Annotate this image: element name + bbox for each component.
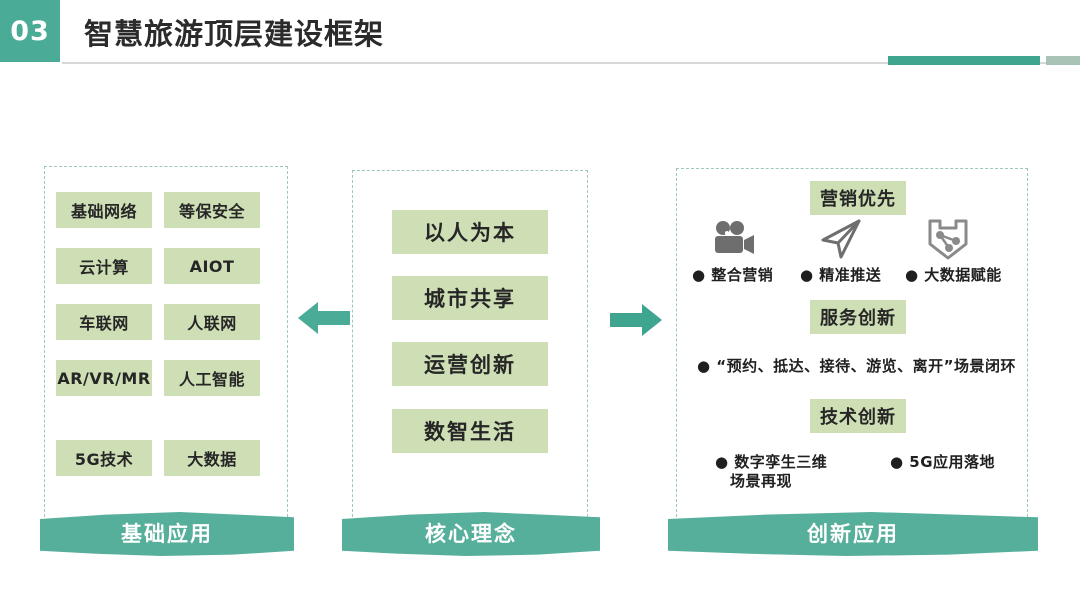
page-header: 03 智慧旅游顶层建设框架 [0,0,1080,65]
tag-foundation[interactable]: 人工智能 [164,360,260,396]
header-accent-bar-light [1046,56,1080,65]
tag-marketing-priority[interactable]: 营销优先 [810,181,906,215]
ribbon-core: 核心理念 [342,512,600,556]
ribbon-innovation-label: 创新应用 [807,521,899,546]
tag-service-innovation[interactable]: 服务创新 [810,300,906,334]
tag-foundation[interactable]: 等保安全 [164,192,260,228]
tag-foundation[interactable]: AR/VR/MR [56,360,152,396]
tag-foundation[interactable]: AIOT [164,248,260,284]
tag-core[interactable]: 城市共享 [392,276,548,320]
header-accent-bar [888,56,1040,65]
bullet-digital-twin-line2: 场景再现 [730,471,793,490]
bullet-precise-push: ● 精准推送 [800,266,882,284]
bullet-integrated-marketing: ● 整合营销 [692,266,774,284]
paper-plane-icon [818,216,864,262]
arrow-left-icon [296,296,352,340]
tag-foundation[interactable]: 车联网 [56,304,152,340]
bullet-digital-twin: ● 数字孪生三维 场景再现 [715,453,855,491]
tag-foundation[interactable]: 人联网 [164,304,260,340]
tag-foundation[interactable]: 云计算 [56,248,152,284]
page-title: 智慧旅游顶层建设框架 [84,17,385,51]
bullet-digital-twin-line1: ● 数字孪生三维 [715,453,828,471]
tag-foundation[interactable]: 大数据 [164,440,260,476]
tag-core[interactable]: 以人为本 [392,210,548,254]
ribbon-innovation: 创新应用 [668,512,1038,556]
tag-technology-innovation[interactable]: 技术创新 [810,399,906,433]
bullet-5g-application: ● 5G应用落地 [890,453,996,471]
ribbon-core-label: 核心理念 [425,521,517,546]
section-number-badge: 03 [0,0,60,62]
section-number-label: 03 [10,15,50,47]
header-divider [62,62,1080,64]
ribbon-foundation: 基础应用 [40,512,294,556]
tag-foundation[interactable]: 5G技术 [56,440,152,476]
ribbon-foundation-label: 基础应用 [121,521,213,546]
tag-foundation[interactable]: 基础网络 [56,192,152,228]
arrow-right-icon [608,298,664,342]
tag-core[interactable]: 运营创新 [392,342,548,386]
bullet-scenario-closed-loop: ● “预约、抵达、接待、游览、离开”场景闭环 [697,357,1017,375]
video-camera-icon [710,218,756,264]
bullet-bigdata-empowerment: ● 大数据赋能 [905,266,1002,284]
data-network-shield-icon [925,216,971,262]
tag-core[interactable]: 数智生活 [392,409,548,453]
